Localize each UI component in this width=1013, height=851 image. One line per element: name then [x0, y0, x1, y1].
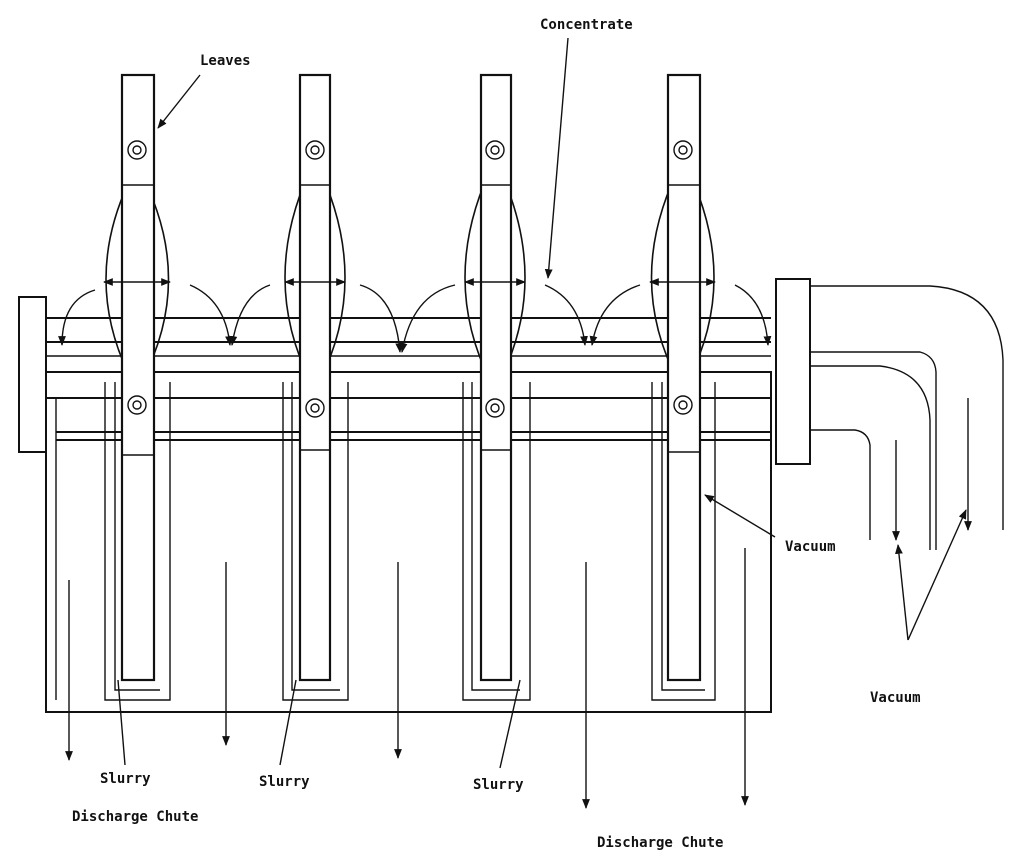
leaf-3 [462, 73, 531, 701]
vacuum-label-right: Vacuum [870, 690, 921, 706]
leaf-1 [103, 73, 171, 701]
leaf-4 [649, 73, 716, 701]
discharge-chute-label-left: Discharge Chute [72, 809, 198, 825]
slurry-label-3: Slurry [473, 777, 524, 793]
leaves-label: Leaves [200, 53, 251, 69]
discharge-arrows [65, 548, 749, 809]
discharge-chute-label-right: Discharge Chute [597, 835, 723, 851]
right-flange [775, 278, 811, 465]
vacuum-label-center: Vacuum [785, 539, 836, 555]
left-flange [18, 296, 47, 453]
leaf-2 [282, 73, 349, 701]
slurry-label-1: Slurry [100, 771, 151, 787]
vacuum-piping [810, 285, 1004, 550]
slurry-label-2: Slurry [259, 774, 310, 790]
concentrate-header [46, 317, 771, 357]
concentrate-flow-arrows [58, 284, 772, 353]
leader-lines [117, 37, 967, 769]
concentrate-label: Concentrate [540, 17, 633, 33]
